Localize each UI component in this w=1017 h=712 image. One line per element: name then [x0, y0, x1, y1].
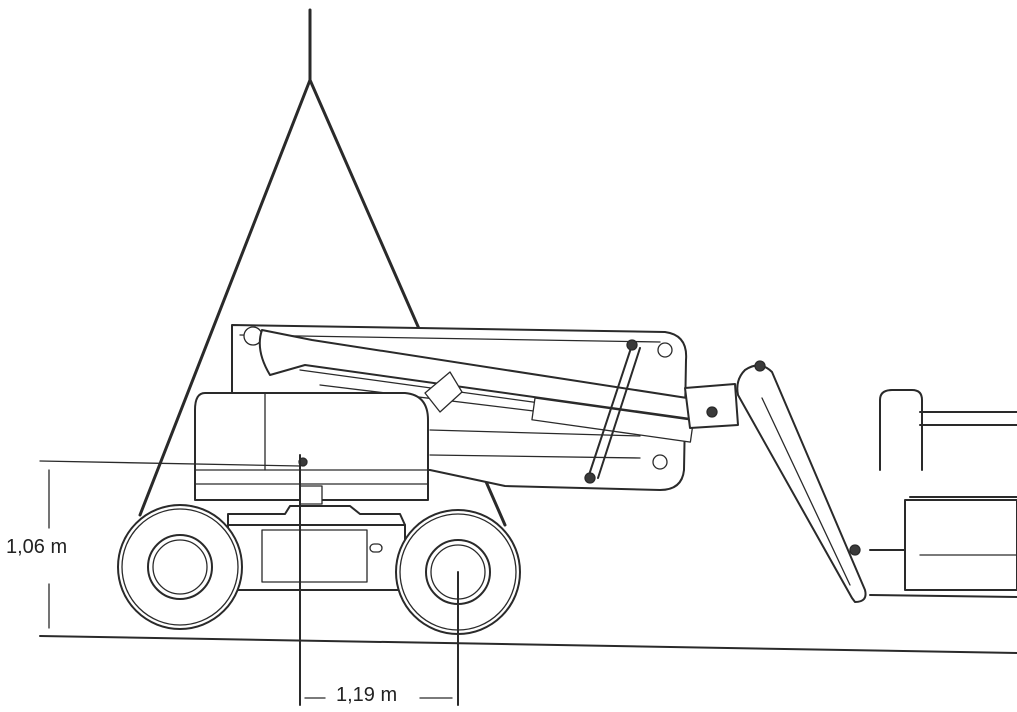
turntable — [194, 392, 429, 505]
work-platform — [869, 389, 1017, 598]
main-boom — [258, 329, 701, 443]
height-label: 1,06 m — [6, 534, 68, 560]
height-dimension — [39, 460, 301, 629]
chassis — [227, 505, 406, 591]
lift-cylinder — [584, 339, 641, 484]
ground-line — [39, 635, 1017, 654]
distance-dimension — [299, 454, 459, 706]
jib-arm — [684, 360, 867, 603]
front-wheel — [117, 504, 243, 630]
distance-label: 1,19 m — [330, 684, 404, 706]
